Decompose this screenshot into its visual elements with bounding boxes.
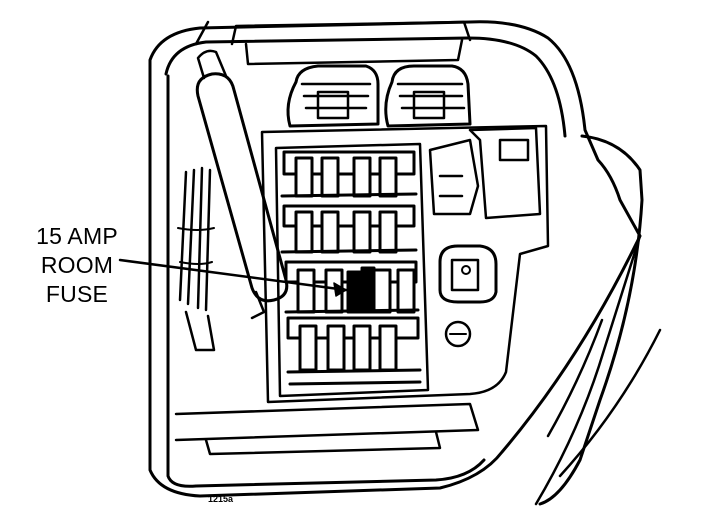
callout-line-3: FUSE <box>45 281 109 307</box>
relay-connector-left <box>286 64 380 128</box>
figure-code: 1215a <box>208 494 234 504</box>
wiring-harness <box>177 166 216 352</box>
connector-plug <box>438 244 498 304</box>
room-fuse-callout: 15 AMP ROOM FUSE <box>22 222 132 309</box>
fuse-panel <box>260 124 550 404</box>
fuse-row-4 <box>286 316 422 386</box>
fuse-row-2 <box>280 204 418 254</box>
ground-stud <box>444 320 472 348</box>
callout-line-1: 15 AMP <box>36 223 118 249</box>
mounting-bracket <box>534 134 662 506</box>
callout-leader <box>118 258 348 297</box>
housing-lower-lip <box>174 402 480 456</box>
room-fuse <box>346 266 376 314</box>
relay-socket-right <box>428 126 542 220</box>
fuse-row-1 <box>280 150 418 198</box>
relay-connector-right <box>384 64 472 128</box>
callout-line-2: ROOM <box>40 252 114 278</box>
fuse-box-housing <box>148 20 642 498</box>
